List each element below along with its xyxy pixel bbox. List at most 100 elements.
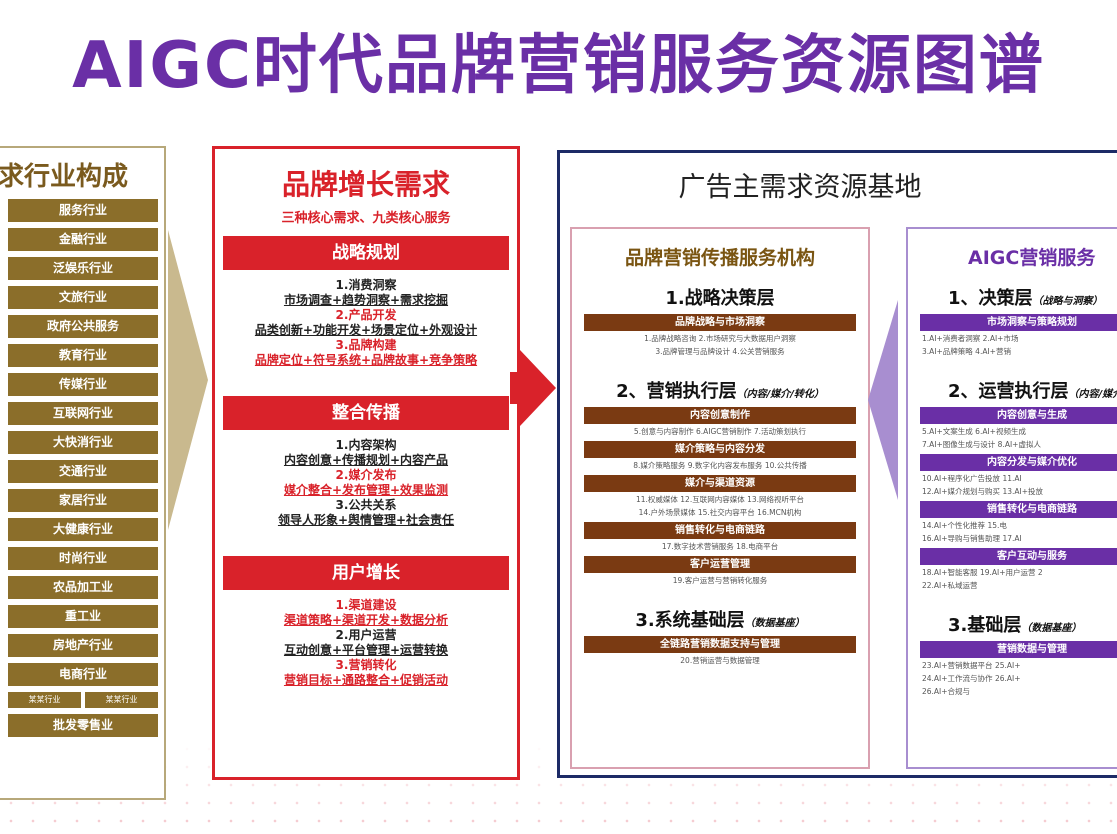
industry-item: 房地产行业 bbox=[8, 634, 158, 657]
demand-line: 1.渠道建设 bbox=[335, 598, 397, 612]
service-item: 23.AI+营销数据平台 25.AI+ bbox=[922, 661, 1021, 670]
service-level-name: 3.基础层 bbox=[948, 615, 1022, 636]
service-item: 3.AI+品牌策略 4.AI+营销 bbox=[922, 347, 1011, 356]
service-item: 1.品牌战略咨询 2.市场研究与大数据用户洞察 bbox=[644, 334, 796, 343]
industry-item: 文旅行业 bbox=[8, 286, 158, 309]
service-category-bar: 全链路营销数据支持与管理 bbox=[584, 636, 856, 653]
service-level-title: 1、决策层（战略与洞察） bbox=[908, 284, 1117, 310]
demand-line: 3.品牌构建 bbox=[335, 338, 397, 352]
demand-line: 1.消费洞察 bbox=[335, 278, 397, 292]
industry-item: 时尚行业 bbox=[8, 547, 158, 570]
service-category-bar: 内容创意与生成 bbox=[920, 407, 1117, 424]
service-item: 10.AI+程序化广告投放 11.AI bbox=[922, 474, 1022, 483]
industry-item: 金融行业 bbox=[8, 228, 158, 251]
service-category-bar: 营销数据与管理 bbox=[920, 641, 1117, 658]
industry-item: 传媒行业 bbox=[8, 373, 158, 396]
arrow-left-purple bbox=[868, 300, 898, 500]
industry-item: 政府公共服务 bbox=[8, 315, 158, 338]
service-item: 14.AI+个性化推荐 15.电 bbox=[922, 521, 1007, 530]
arrow-right-tan bbox=[168, 230, 208, 530]
service-level-title: 3.系统基础层（数据基座） bbox=[572, 606, 868, 632]
service-item: 11.权威媒体 12.互联网内容媒体 13.网络视听平台 bbox=[635, 495, 805, 504]
service-item: 7.AI+图像生成与设计 8.AI+虚拟人 bbox=[922, 440, 1041, 449]
demand-line: 品类创新+功能开发+场景定位+外观设计 bbox=[254, 323, 478, 337]
aigc-panel: AIGC营销服务 1、决策层（战略与洞察） 市场洞察与策略规划 1.AI+消费者洞察… bbox=[906, 227, 1117, 769]
service-level-name: 2、运营执行层 bbox=[948, 381, 1069, 402]
service-level-title: 2、运营执行层（内容/媒介） bbox=[908, 377, 1117, 403]
service-level-name: 1.战略决策层 bbox=[665, 288, 775, 309]
service-level-title: 3.基础层（数据基座） bbox=[908, 611, 1117, 637]
demand-line: 3.公共关系 bbox=[335, 498, 397, 512]
page-title: AIGC时代品牌营销服务资源图谱 bbox=[72, 29, 1045, 103]
demand-line: 领导人形象+舆情管理+社会责任 bbox=[277, 513, 455, 527]
demand-line: 内容创意+传播规划+内容产品 bbox=[283, 453, 449, 467]
industry-item: 交通行业 bbox=[8, 460, 158, 483]
service-item: 22.AI+私域运营 bbox=[922, 581, 978, 590]
service-item: 1.AI+消费者洞察 2.AI+市场 bbox=[922, 334, 1019, 343]
demand-section-bar: 战略规划 bbox=[223, 236, 509, 270]
service-item: 3.品牌管理与品牌设计 4.公关营销服务 bbox=[655, 347, 785, 356]
service-item: 26.AI+合规与 bbox=[922, 687, 971, 696]
demand-line: 2.用户运营 bbox=[335, 628, 397, 642]
service-category-bar: 客户运营管理 bbox=[584, 556, 856, 573]
industry-item: 电商行业 bbox=[8, 663, 158, 686]
service-level-title: 2、营销执行层（内容/媒介/转化） bbox=[572, 377, 868, 403]
service-category-bar: 媒介策略与内容分发 bbox=[584, 441, 856, 458]
service-level-note: （数据基座） bbox=[1021, 623, 1082, 634]
demand-line: 品牌定位+符号系统+品牌故事+竞争策略 bbox=[254, 353, 478, 367]
industry-small-item: 某某行业 bbox=[8, 692, 81, 708]
industry-item: 互联网行业 bbox=[8, 402, 158, 425]
service-category-bar: 内容创意制作 bbox=[584, 407, 856, 424]
service-category-bar: 市场洞察与策略规划 bbox=[920, 314, 1117, 331]
service-level-note: （内容/媒介） bbox=[1068, 389, 1117, 400]
industry-item: 家居行业 bbox=[8, 489, 158, 512]
service-item: 14.户外场景媒体 15.社交内容平台 16.MCN机构 bbox=[638, 508, 802, 517]
industry-panel: 求行业构成 服务行业金融行业泛娱乐行业文旅行业政府公共服务教育行业传媒行业互联网… bbox=[0, 146, 166, 800]
service-item: 8.媒介策略服务 9.数字化内容发布服务 10.公共传播 bbox=[633, 461, 807, 470]
aigc-levels: 1、决策层（战略与洞察） 市场洞察与策略规划 1.AI+消费者洞察 2.AI+市场 3… bbox=[908, 284, 1117, 697]
service-item: 24.AI+工作流与协作 26.AI+ bbox=[922, 674, 1021, 683]
service-item: 19.客户运营与营销转化服务 bbox=[672, 576, 768, 585]
demand-line: 市场调查+趋势洞察+需求挖掘 bbox=[283, 293, 449, 307]
demand-title: 品牌增长需求 bbox=[281, 168, 450, 201]
service-item: 16.AI+导购与销售助理 17.AI bbox=[922, 534, 1022, 543]
service-item: 18.AI+智能客服 19.AI+用户运营 2 bbox=[922, 568, 1043, 577]
service-level-note: （战略与洞察） bbox=[1032, 296, 1103, 307]
service-level-note: （数据基座） bbox=[744, 618, 805, 629]
demand-line: 渠道策略+渠道开发+数据分析 bbox=[283, 613, 449, 627]
service-category-bar: 客户互动与服务 bbox=[920, 548, 1117, 565]
industry-panel-title: 求行业构成 bbox=[0, 162, 129, 192]
industry-item: 批发零售业 bbox=[8, 714, 158, 737]
agency-levels: 1.战略决策层品牌战略与市场洞察 1.品牌战略咨询 2.市场研究与大数据用户洞察 3… bbox=[572, 284, 868, 666]
industry-item: 农品加工业 bbox=[8, 576, 158, 599]
service-level-name: 2、营销执行层 bbox=[616, 381, 737, 402]
demand-line: 2.媒介发布 bbox=[335, 468, 397, 482]
industry-item: 大快消行业 bbox=[8, 431, 158, 454]
industry-small-item: 某某行业 bbox=[85, 692, 158, 708]
service-item: 12.AI+媒介规划与购买 13.AI+投放 bbox=[922, 487, 1043, 496]
service-item: 17.数字技术营销服务 18.电商平台 bbox=[661, 542, 779, 551]
service-level-title: 1.战略决策层 bbox=[572, 284, 868, 310]
service-category-bar: 品牌战略与市场洞察 bbox=[584, 314, 856, 331]
agency-panel: 品牌营销传播服务机构 1.战略决策层品牌战略与市场洞察 1.品牌战略咨询 2.市场… bbox=[570, 227, 870, 769]
demand-line: 营销目标+通路整合+促销活动 bbox=[283, 673, 449, 687]
service-level-note: （内容/媒介/转化） bbox=[736, 389, 824, 400]
aigc-title: AIGC营销服务 bbox=[968, 247, 1096, 269]
demand-section-bar: 用户增长 bbox=[223, 556, 509, 590]
industry-item: 教育行业 bbox=[8, 344, 158, 367]
industry-list: 服务行业金融行业泛娱乐行业文旅行业政府公共服务教育行业传媒行业互联网行业大快消行… bbox=[0, 199, 164, 686]
demand-line: 互动创意+平台管理+运营转换 bbox=[283, 643, 449, 657]
demand-section-bar: 整合传播 bbox=[223, 396, 509, 430]
service-item: 5.AI+文案生成 6.AI+视频生成 bbox=[922, 427, 1026, 436]
industry-item: 服务行业 bbox=[8, 199, 158, 222]
agency-title: 品牌营销传播服务机构 bbox=[624, 247, 815, 269]
service-item: 20.营销运营与数据管理 bbox=[680, 656, 760, 665]
service-level-name: 1、决策层 bbox=[948, 288, 1033, 309]
industry-item: 泛娱乐行业 bbox=[8, 257, 158, 280]
demand-line: 3.营销转化 bbox=[335, 658, 397, 672]
